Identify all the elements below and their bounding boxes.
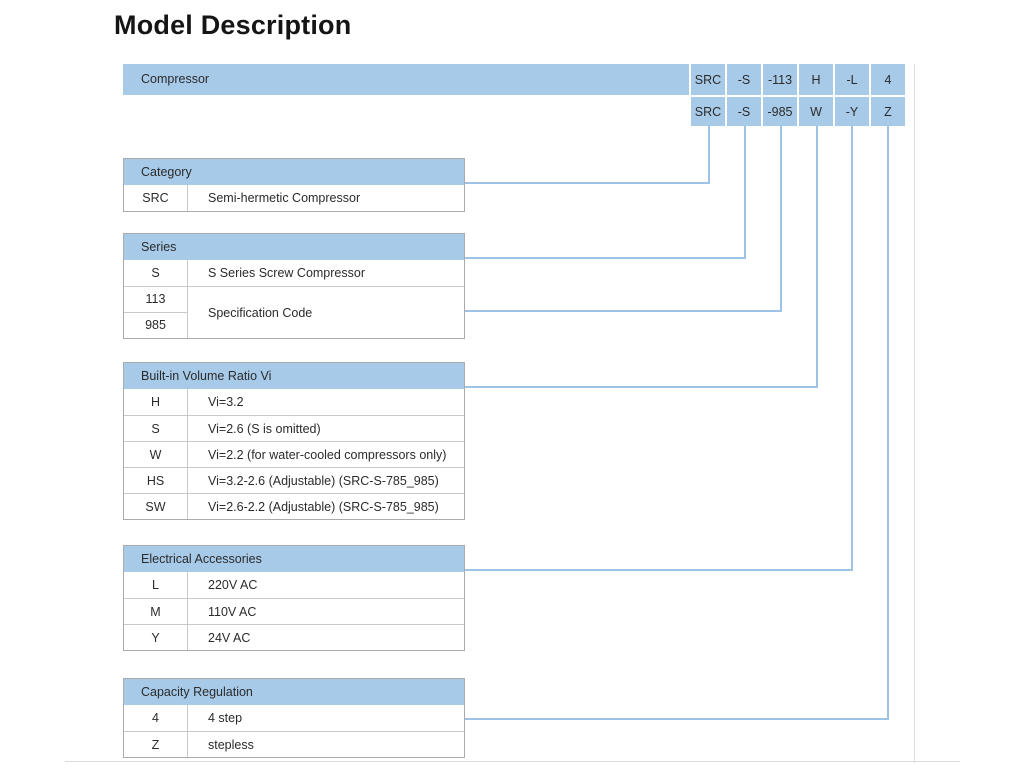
table-header: Built-in Volume Ratio Vi bbox=[124, 363, 464, 389]
table-row: 4 4 step bbox=[124, 705, 464, 731]
table-row-merged: 113 985 Specification Code bbox=[124, 286, 464, 338]
code-cell: SRC bbox=[124, 185, 188, 211]
desc-cell: Vi=2.2 (for water-cooled compressors onl… bbox=[208, 447, 447, 462]
model-code-cell: Z bbox=[871, 97, 905, 126]
desc-cell: Specification Code bbox=[208, 305, 313, 320]
model-code-cell: -S bbox=[727, 64, 761, 95]
connector-spec-code-horizontal bbox=[465, 310, 782, 312]
connector-series-horizontal bbox=[465, 257, 746, 259]
code-cell: 4 bbox=[124, 705, 188, 731]
table-row: HS Vi=3.2-2.6 (Adjustable) (SRC-S-785_98… bbox=[124, 467, 464, 493]
connector-series-vertical bbox=[744, 126, 746, 259]
category-table: Category SRC Semi-hermetic Compressor bbox=[123, 158, 465, 212]
capacity-table: Capacity Regulation 4 4 step Z stepless bbox=[123, 678, 465, 758]
model-code-cell: SRC bbox=[691, 97, 725, 126]
desc-cell: 24V AC bbox=[208, 630, 251, 645]
page-border-right bbox=[914, 64, 915, 763]
code-cell: W bbox=[124, 442, 188, 467]
desc-cell: 110V AC bbox=[208, 604, 257, 619]
table-header: Electrical Accessories bbox=[124, 546, 464, 572]
code-cell: S bbox=[124, 416, 188, 441]
table-row: M 110V AC bbox=[124, 598, 464, 624]
model-code-cell: -113 bbox=[763, 64, 797, 95]
model-code-cell: -985 bbox=[763, 97, 797, 126]
table-row: S Vi=2.6 (S is omitted) bbox=[124, 415, 464, 441]
desc-cell: Vi=3.2 bbox=[208, 395, 244, 409]
table-row: SRC Semi-hermetic Compressor bbox=[124, 185, 464, 211]
table-header: Series bbox=[124, 234, 464, 260]
desc-cell: Vi=3.2-2.6 (Adjustable) (SRC-S-785_985) bbox=[208, 473, 439, 488]
code-stack: 113 985 bbox=[124, 287, 188, 338]
code-cell: Z bbox=[124, 732, 188, 757]
code-cell: SW bbox=[124, 494, 188, 519]
code-cell: HS bbox=[124, 468, 188, 493]
table-row: SW Vi=2.6-2.2 (Adjustable) (SRC-S-785_98… bbox=[124, 493, 464, 519]
compressor-bar-label: Compressor bbox=[123, 64, 689, 95]
desc-cell: 4 step bbox=[208, 711, 243, 725]
desc-cell: Semi-hermetic Compressor bbox=[208, 191, 361, 205]
model-code-cell: -S bbox=[727, 97, 761, 126]
vi-table: Built-in Volume Ratio Vi H Vi=3.2 S Vi=2… bbox=[123, 362, 465, 520]
model-code-cell: SRC bbox=[691, 64, 725, 95]
connector-vi-horizontal bbox=[465, 386, 818, 388]
model-code-cell: W bbox=[799, 97, 833, 126]
table-header: Capacity Regulation bbox=[124, 679, 464, 705]
code-cell: Y bbox=[124, 625, 188, 650]
connector-category-vertical bbox=[708, 126, 710, 184]
connector-capacity-vertical bbox=[887, 126, 889, 720]
code-cell: S bbox=[124, 260, 188, 286]
series-table: Series S S Series Screw Compressor 113 9… bbox=[123, 233, 465, 339]
desc-cell: stepless bbox=[208, 737, 254, 752]
table-row: L 220V AC bbox=[124, 572, 464, 598]
code-cell: 985 bbox=[145, 318, 166, 333]
connector-electrical-horizontal bbox=[465, 569, 853, 571]
desc-cell: Vi=2.6 (S is omitted) bbox=[208, 421, 321, 436]
table-row: Y 24V AC bbox=[124, 624, 464, 650]
electrical-table: Electrical Accessories L 220V AC M 110V … bbox=[123, 545, 465, 651]
desc-cell: Vi=2.6-2.2 (Adjustable) (SRC-S-785_985) bbox=[208, 499, 439, 514]
table-row: Z stepless bbox=[124, 731, 464, 757]
code-cell: M bbox=[124, 599, 188, 624]
model-code-cell: H bbox=[799, 64, 833, 95]
table-row: W Vi=2.2 (for water-cooled compressors o… bbox=[124, 441, 464, 467]
page-title: Model Description bbox=[114, 10, 352, 40]
table-header: Category bbox=[124, 159, 464, 185]
desc-cell: 220V AC bbox=[208, 578, 258, 592]
connector-vi-vertical bbox=[816, 126, 818, 388]
model-code-cell: 4 bbox=[871, 64, 905, 95]
connector-electrical-vertical bbox=[851, 126, 853, 571]
connector-spec-code-vertical bbox=[780, 126, 782, 312]
code-cell: H bbox=[124, 389, 188, 415]
table-row: H Vi=3.2 bbox=[124, 389, 464, 415]
code-cell: 113 bbox=[124, 287, 187, 313]
model-code-cell: -L bbox=[835, 64, 869, 95]
desc-cell: S Series Screw Compressor bbox=[208, 266, 365, 280]
table-row: S S Series Screw Compressor bbox=[124, 260, 464, 286]
code-cell: L bbox=[124, 572, 188, 598]
connector-category-horizontal bbox=[465, 182, 710, 184]
page-border-bottom bbox=[65, 761, 960, 762]
model-code-cell: -Y bbox=[835, 97, 869, 126]
connector-capacity-horizontal bbox=[465, 718, 889, 720]
